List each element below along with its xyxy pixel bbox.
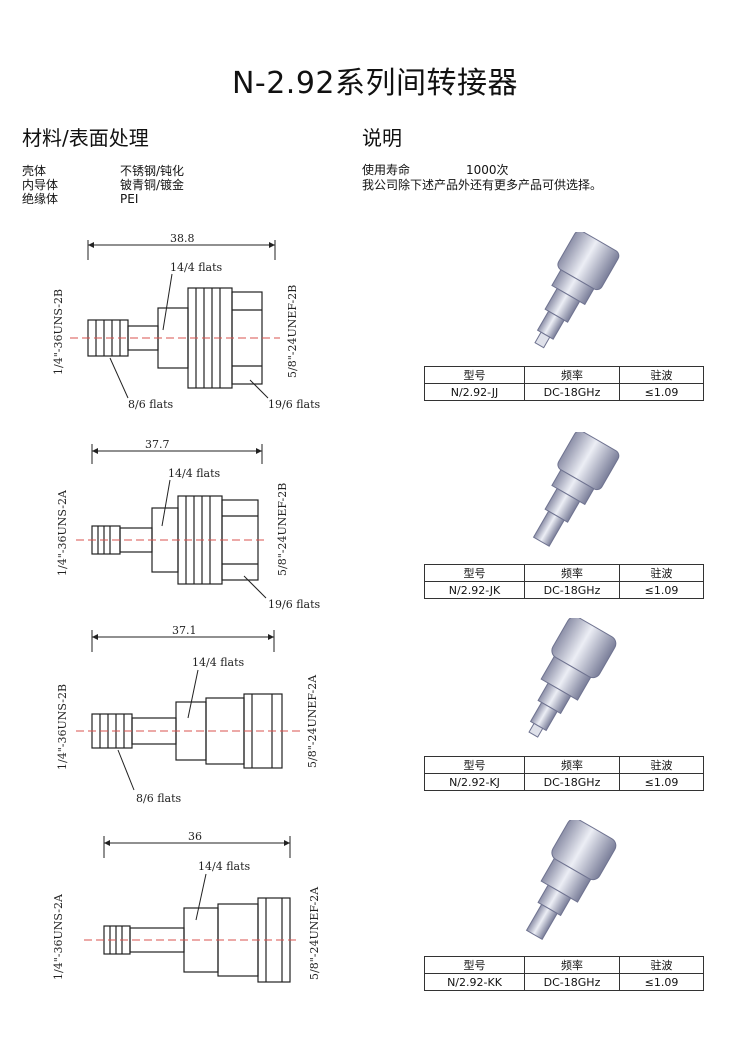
frequency-header: 频率 — [524, 366, 620, 384]
frequency-cell: DC-18GHz — [524, 973, 620, 991]
thread-right-label: 5/8"-24UNEF-2A — [308, 886, 321, 980]
materials-heading: 材料/表面处理 — [22, 126, 149, 150]
model-cell: N/2.92-JJ — [424, 383, 525, 401]
spec-header-row: 型号频率驻波 — [424, 564, 704, 582]
model-cell: N/2.92-KK — [424, 973, 525, 991]
product-image-jj — [534, 232, 620, 349]
vswr-cell: ≤1.09 — [619, 383, 704, 401]
spec-header-row: 型号频率驻波 — [424, 756, 704, 774]
life-value: 1000次 — [466, 163, 509, 177]
material-finish: PEI — [120, 192, 139, 206]
spec-header-row: 型号频率驻波 — [424, 956, 704, 974]
flats-bottom-right-label: 19/6 flats — [268, 598, 321, 611]
vswr-cell: ≤1.09 — [619, 773, 704, 791]
material-row: 壳体 不锈钢/钝化 — [22, 164, 184, 178]
drawing-jj: 38.8 14/4 flats 1/4"-36UNS-2B 5/8"-24UNE… — [52, 232, 321, 411]
model-cell: N/2.92-KJ — [424, 773, 525, 791]
frequency-cell: DC-18GHz — [524, 581, 620, 599]
flats-bottom-right-label: 19/6 flats — [268, 398, 321, 411]
vswr-header: 驻波 — [619, 756, 704, 774]
product-image-kk — [525, 820, 617, 941]
product-image-jk — [532, 432, 620, 547]
material-row: 绝缘体 PEI — [22, 192, 138, 206]
length-dimension: 37.7 — [145, 438, 170, 451]
thread-left-label: 1/4"-36UNS-2A — [56, 489, 69, 576]
flats-top-label: 14/4 flats — [192, 656, 245, 669]
model-header: 型号 — [424, 956, 525, 974]
life-label: 使用寿命 — [362, 163, 411, 177]
frequency-header: 频率 — [524, 564, 620, 582]
frequency-cell: DC-18GHz — [524, 773, 620, 791]
thread-right-label: 5/8"-24UNEF-2B — [276, 483, 289, 576]
flats-top-label: 14/4 flats — [170, 261, 223, 274]
material-part: 壳体 — [22, 164, 47, 178]
flats-top-label: 14/4 flats — [198, 860, 251, 873]
drawing-jk: 37.7 14/4 flats 1/4"-36UNS-2A 5/8"-24UNE… — [56, 438, 321, 611]
material-row: 内导体 铍青铜/镀金 — [22, 178, 184, 192]
spec-header-row: 型号频率驻波 — [424, 366, 704, 384]
vswr-header: 驻波 — [619, 564, 704, 582]
length-dimension: 36 — [188, 830, 202, 843]
material-finish: 铍青铜/镀金 — [120, 178, 185, 192]
thread-right-label: 5/8"-24UNEF-2A — [306, 674, 319, 768]
frequency-cell: DC-18GHz — [524, 383, 620, 401]
model-header: 型号 — [424, 564, 525, 582]
length-dimension: 38.8 — [170, 232, 195, 245]
flats-top-label: 14/4 flats — [168, 467, 221, 480]
vswr-cell: ≤1.09 — [619, 581, 704, 599]
drawing-kk: 36 14/4 flats 1/4"-36UNS-2A 5/8"-24UNEF-… — [52, 830, 321, 983]
flats-bottom-left-label: 8/6 flats — [128, 398, 174, 411]
description-heading: 说明 — [362, 126, 402, 150]
drawing-kj: 37.1 14/4 flats 1/4"-36UNS-2B 5/8"-24UNE… — [56, 624, 319, 805]
thread-left-label: 1/4"-36UNS-2B — [56, 684, 69, 770]
model-header: 型号 — [424, 756, 525, 774]
vswr-cell: ≤1.09 — [619, 973, 704, 991]
frequency-header: 频率 — [524, 756, 620, 774]
material-finish: 不锈钢/钝化 — [120, 164, 185, 178]
thread-right-label: 5/8"-24UNEF-2B — [286, 285, 299, 378]
life-row: 使用寿命 1000次 — [362, 163, 509, 178]
page-title: N-2.92系列间转接器 — [231, 66, 519, 101]
material-part: 绝缘体 — [22, 192, 59, 206]
vswr-header: 驻波 — [619, 956, 704, 974]
flats-bottom-left-label: 8/6 flats — [136, 792, 182, 805]
description-note: 我公司除下述产品外还有更多产品可供选择。 — [362, 178, 603, 192]
product-image-kj — [528, 618, 617, 738]
thread-left-label: 1/4"-36UNS-2A — [52, 893, 65, 980]
material-part: 内导体 — [22, 178, 59, 192]
vswr-header: 驻波 — [619, 366, 704, 384]
frequency-header: 频率 — [524, 956, 620, 974]
model-header: 型号 — [424, 366, 525, 384]
model-cell: N/2.92-JK — [424, 581, 525, 599]
thread-left-label: 1/4"-36UNS-2B — [52, 289, 65, 375]
length-dimension: 37.1 — [172, 624, 197, 637]
